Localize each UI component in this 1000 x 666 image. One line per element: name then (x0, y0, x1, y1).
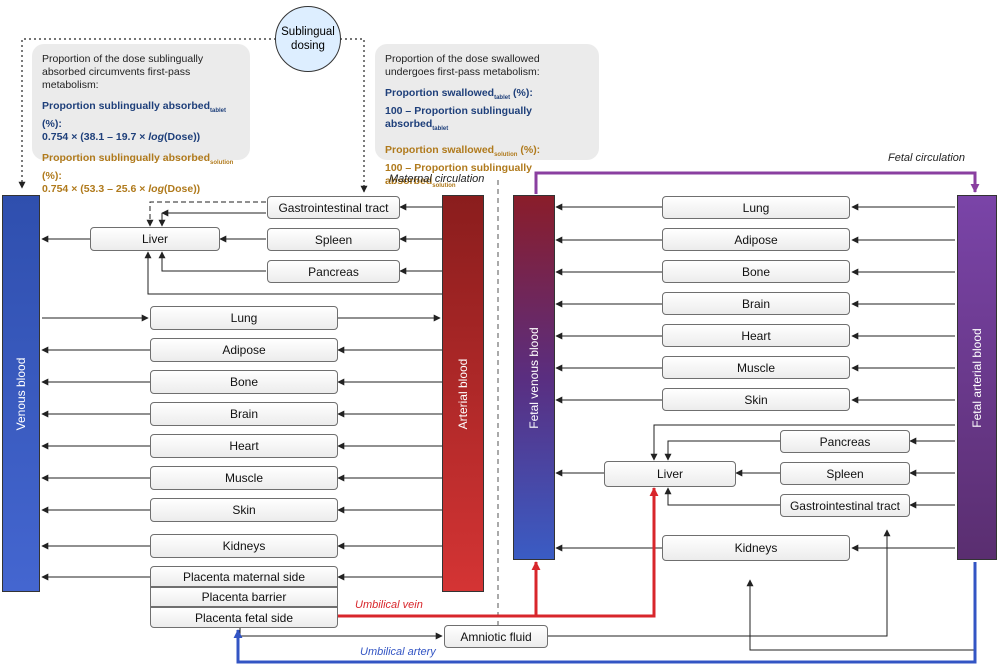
note-right-intro: Proportion of the dose swallowed undergo… (385, 53, 540, 78)
maternal-lung-box: Lung (150, 306, 338, 330)
maternal-heart-box: Heart (150, 434, 338, 458)
note-left-solution-heading: Proportion sublingually absorbedsolution… (42, 152, 234, 183)
fetal-bone-box: Bone (662, 260, 850, 283)
fetal-circulation-label: Fetal circulation (888, 152, 966, 164)
maternal-liver-box: Liver (90, 227, 220, 251)
fetal-brain-box: Brain (662, 292, 850, 315)
fetal-adipose-box: Adipose (662, 228, 850, 251)
fetal-circulation-line (534, 171, 980, 194)
fetal-arterial-blood-column: Fetal arterial blood (957, 195, 997, 560)
note-left-intro: Proportion of the dose sublingually abso… (42, 53, 204, 91)
sublingual-line1: Sublingual (281, 26, 335, 38)
umbilical-artery-line (233, 562, 977, 664)
maternal-arterial-to-organ-arrows (337, 203, 442, 581)
note-left-solution-formula: 0.754 × (53.3 – 25.6 × log(Dose)) (42, 183, 201, 196)
umbilical-artery-label: Umbilical artery (360, 646, 436, 658)
amniotic-fluid-box: Amniotic fluid (444, 625, 548, 648)
umbilical-vein-lines (338, 487, 659, 618)
placenta-barrier-box: Placenta barrier (150, 587, 338, 607)
placenta-maternal-side-box: Placenta maternal side (150, 566, 338, 587)
maternal-bone-box: Bone (150, 370, 338, 394)
note-left-tablet-heading: Proportion sublingually absorbedtablet (… (42, 100, 227, 131)
sublingual-dosing-arrows (18, 38, 368, 193)
fetal-organ-to-venous-arrows (555, 203, 662, 552)
maternal-gi-tract-box: Gastrointestinal tract (267, 196, 400, 219)
fetal-arterial-to-organ-arrows (851, 203, 955, 552)
fetal-liver-box: Liver (604, 461, 736, 487)
fetal-lung-box: Lung (662, 196, 850, 219)
gi-to-liver-dashed-arrow (146, 201, 266, 227)
venous-blood-column: Venous blood (2, 195, 40, 592)
maternal-brain-box: Brain (150, 402, 338, 426)
maternal-adipose-box: Adipose (150, 338, 338, 362)
maternal-spleen-box: Spleen (267, 228, 400, 251)
maternal-organ-to-venous-arrows (41, 235, 150, 581)
note-right-solution-formula: 100 – Proportion sublingually absorbedso… (385, 162, 533, 190)
note-right-solution-heading: Proportion swallowedsolution (%): (385, 144, 541, 159)
umbilical-vein-label: Umbilical vein (355, 599, 423, 611)
fetal-splanchnic-to-liver-arrows (650, 424, 955, 506)
note-right-tablet-heading: Proportion swallowedtablet (%): (385, 87, 533, 102)
fetal-kidneys-box: Kidneys (662, 535, 850, 561)
maternal-kidneys-box: Kidneys (150, 534, 338, 558)
sublingual-dosing-node: Sublingual dosing (275, 6, 341, 72)
sublingual-line2: dosing (291, 40, 325, 52)
maternal-circulation-label: Maternal circulation (389, 173, 485, 185)
maternal-muscle-box: Muscle (150, 466, 338, 490)
maternal-pancreas-box: Pancreas (267, 260, 400, 283)
note-left-tablet-formula: 0.754 × (38.1 – 19.7 × log(Dose)) (42, 131, 201, 144)
placenta-fetal-side-box: Placenta fetal side (150, 607, 338, 628)
swallowed-note: Proportion of the dose swallowed undergo… (375, 44, 599, 189)
maternal-splanchnic-to-liver-arrows (144, 235, 442, 295)
sublingual-absorbed-note: Proportion of the dose sublingually abso… (32, 44, 250, 195)
fetal-skin-box: Skin (662, 388, 850, 411)
fetal-muscle-box: Muscle (662, 356, 850, 379)
arterial-blood-column: Arterial blood (442, 195, 484, 592)
fetal-pancreas-box: Pancreas (780, 430, 910, 453)
note-right-tablet-formula: 100 – Proportion sublingually absorbedta… (385, 105, 533, 133)
fetal-gi-tract-box: Gastrointestinal tract (780, 494, 910, 517)
fetal-heart-box: Heart (662, 324, 850, 347)
fetal-venous-blood-column: Fetal venous blood (513, 195, 555, 560)
fetal-spleen-box: Spleen (780, 462, 910, 485)
maternal-skin-box: Skin (150, 498, 338, 522)
